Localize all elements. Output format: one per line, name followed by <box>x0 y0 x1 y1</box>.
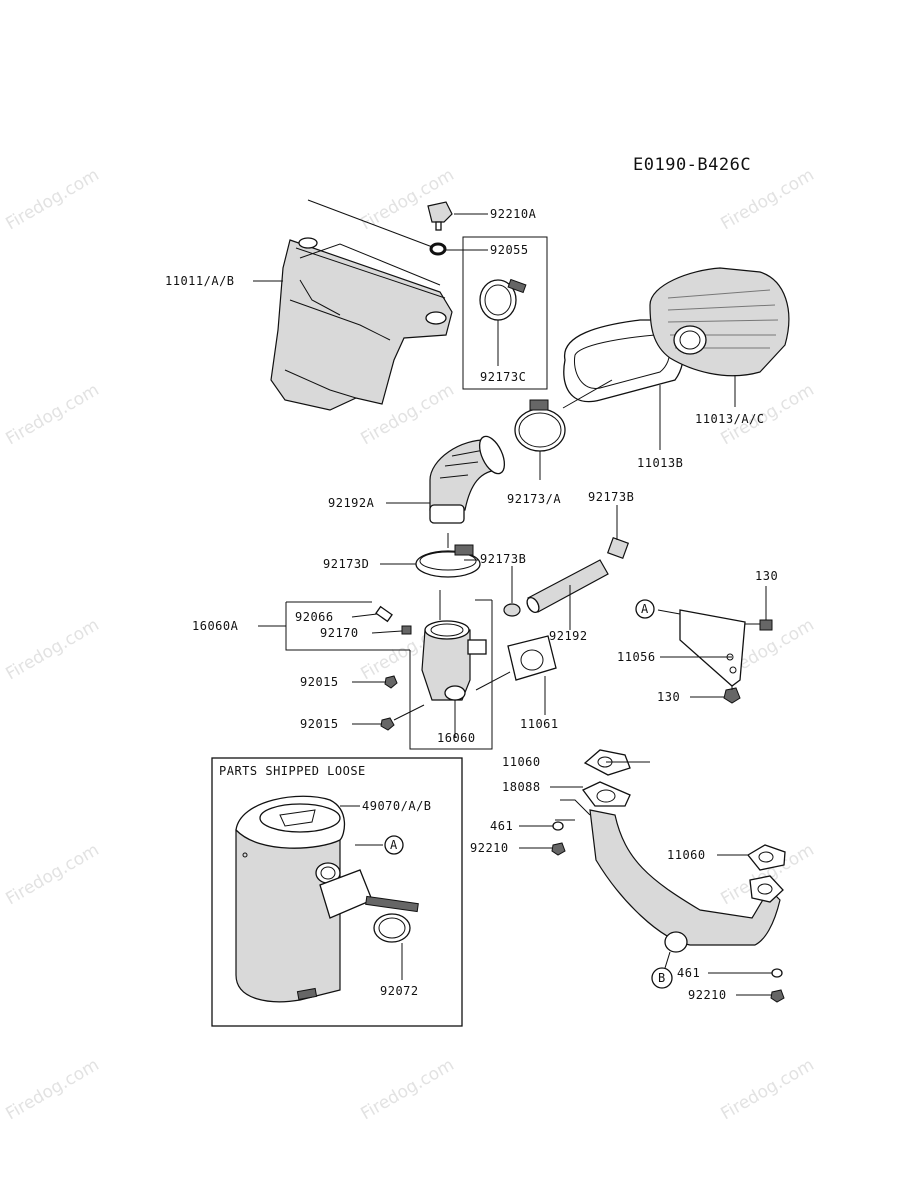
part-label: 92015 <box>300 675 339 689</box>
part-label: 92192 <box>549 629 588 643</box>
parts-shipped-loose-title: PARTS SHIPPED LOOSE <box>219 764 366 778</box>
part-label: 92055 <box>490 243 529 257</box>
part-label: 92173C <box>480 370 526 384</box>
part-label: 11060 <box>667 848 706 862</box>
gasket-11060-lower <box>747 844 786 871</box>
nut-92210-right <box>770 989 785 1003</box>
part-label: 92192A <box>328 496 375 510</box>
bolt-130-upper <box>745 586 773 631</box>
callout-a-right: A <box>635 599 655 619</box>
watermark: Firedog.com <box>3 380 103 449</box>
part-label: 16060 <box>437 731 476 745</box>
group-bracket-16060A <box>258 601 410 651</box>
watermark: Firedog.com <box>718 165 818 234</box>
callout-b: B <box>651 951 673 989</box>
washer-461-right <box>771 968 783 978</box>
part-label: 18088 <box>502 780 541 794</box>
part-label: 92170 <box>320 626 359 640</box>
plug-92066 <box>375 605 393 623</box>
part-label: 16060A <box>192 619 239 633</box>
clamp-92173D <box>380 533 481 578</box>
callout-a-label: A <box>390 838 398 852</box>
washer-461-left <box>552 821 564 831</box>
callout-a-label: A <box>641 602 649 616</box>
part-label: 11013B <box>637 456 683 470</box>
part-label: 92173/A <box>507 492 561 506</box>
callout-b-label: B <box>658 971 666 985</box>
part-label: 130 <box>755 569 778 583</box>
part-label: 92173B <box>480 552 526 566</box>
group-bracket-16060 <box>409 599 493 750</box>
part-label: 11061 <box>520 717 559 731</box>
parts-shipped-loose-box <box>211 757 463 1027</box>
oring-92055 <box>429 242 447 256</box>
knob-92210A <box>427 201 453 231</box>
watermark: Firedog.com <box>718 1055 818 1124</box>
part-label: 92173B <box>588 490 634 504</box>
part-label: 461 <box>490 819 513 833</box>
hose-92192 <box>526 559 609 630</box>
part-label: 461 <box>677 966 700 980</box>
diagram-code: E0190-B426C <box>633 155 751 175</box>
part-label: 49070/A/B <box>362 799 432 813</box>
watermark: Firedog.com <box>3 840 103 909</box>
pipe-fitting-16060 <box>421 620 487 738</box>
muffler-49070 <box>235 795 383 1003</box>
part-label: 92210 <box>470 841 509 855</box>
watermark: Firedog.com <box>3 165 103 234</box>
nut-92210-left <box>551 842 566 856</box>
part-label: 11060 <box>502 755 541 769</box>
clamp-92173B-right <box>606 505 630 560</box>
part-label: 92015 <box>300 717 339 731</box>
part-label: 92210A <box>490 207 537 221</box>
part-label: 92210 <box>688 988 727 1002</box>
watermark: Firedog.com <box>3 1055 103 1124</box>
nut-92015-upper <box>384 675 398 689</box>
part-label: 92173D <box>323 557 369 571</box>
nut-92015-lower <box>380 717 395 731</box>
clamp-92072 <box>365 895 419 980</box>
bracket-11056 <box>657 609 746 687</box>
nut-92170 <box>401 625 412 635</box>
part-label: 92066 <box>295 610 334 624</box>
part-label: 92072 <box>380 984 419 998</box>
clamp-92173A <box>514 399 566 480</box>
clamp-92173C <box>479 278 527 366</box>
part-label: 11011/A/B <box>165 274 235 288</box>
part-label: 11013/A/C <box>695 412 765 426</box>
callout-a-box: A <box>384 835 404 855</box>
leader-lines <box>253 213 772 996</box>
clamp-92173C-frame <box>462 236 548 390</box>
exhaust-pipe-18088 <box>555 781 784 953</box>
watermark: Firedog.com <box>358 1055 458 1124</box>
leader-line <box>393 704 425 721</box>
bolt-130-lower <box>723 685 741 704</box>
gasket-11061 <box>475 635 557 715</box>
clamp-92173B-left <box>503 566 521 617</box>
elbow-hose-92192A <box>386 435 506 524</box>
watermark: Firedog.com <box>3 615 103 684</box>
air-cleaner-cover-11011 <box>270 199 453 411</box>
part-labels: 92210A 92055 11011/A/B 92173C 11013/A/C … <box>165 207 778 1002</box>
filter-element-11013 <box>649 267 790 407</box>
part-label: 11056 <box>617 650 656 664</box>
part-label: 130 <box>657 690 680 704</box>
